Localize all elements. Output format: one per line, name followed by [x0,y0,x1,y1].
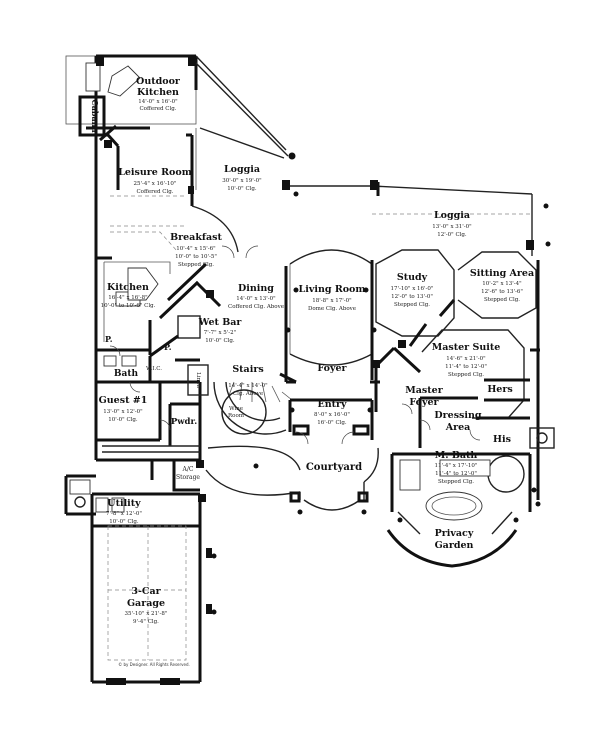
study-detail-3: Stepped Clg. [394,302,430,308]
loggia-left-detail-1: 30'-0" x 19'-0" [222,178,261,184]
living-room-detail-2: Dome Clg. Above [308,306,356,312]
master-suite-detail-1: 14'-6" x 21'-0" [446,356,485,362]
loggia-left-name: Loggia [224,164,260,175]
outdoor-kitchen-name-1: Outdoor [136,76,181,87]
staircase [213,381,293,435]
stairs-detail-2: Clg. Above [233,391,263,397]
m-bath-name: M. Bath [435,450,478,461]
hers-name: Hers [487,384,512,395]
garage-detail-1: 35'-10" x 21'-8" [125,611,168,617]
living-room-name: Living Room [299,284,366,295]
loggia-left-detail-2: 10'-0" Clg. [227,186,257,192]
study-name: Study [397,272,428,283]
outdoor-kitchen-detail-2: Coffered Clg. [139,106,176,112]
his-name: His [493,434,511,445]
kitchen-name: Kitchen [107,282,149,293]
kitchen-detail-1: 16'-4" x 16'-8" [108,295,147,301]
breakfast-detail-2: 10'-0" to 10'-5" [175,254,217,260]
m-bath-detail-2: 11'-4" to 12'-0" [435,471,477,477]
wet-bar-detail-1: 7'-7" x 5'-2" [204,330,236,336]
guest-name: Guest #1 [99,395,148,406]
foyer-name: Foyer [317,363,347,374]
wine-room-name-2: Room [228,413,245,419]
dressing-area-name-2: Area [445,422,471,433]
m-bath-detail-1: 11'-4" x 17'-10" [435,463,478,469]
entry-detail-1: 8'-0" x 16'-0" [314,412,350,418]
sitting-area-detail-2: 12'-6" to 13'-6" [481,289,523,295]
loggia-right-name: Loggia [434,210,470,221]
ac-storage-name-1: A/C [182,466,194,473]
study-detail-2: 12'-0" to 13'-0" [391,294,433,300]
garage-name-1: 3-Car [131,586,161,597]
pwdr-name: Pwdr. [171,417,197,427]
stairs-name: Stairs [232,364,263,375]
leisure-room-detail-1: 25'-4" x 16'-10" [134,181,177,187]
master-suite-detail-3: Stepped Clg. [448,372,484,378]
walls [64,54,555,685]
breakfast-detail-3: Stepped Clg. [178,262,214,268]
leisure-room-detail-2: Coffered Clg. [136,189,173,195]
guest-detail-2: 10'-0" Clg. [108,417,138,423]
sitting-area-detail-1: 10'-2" x 13'-4" [482,281,521,287]
courtyard-name: Courtyard [306,462,362,473]
guest-detail-1: 13'-0" x 12'-0" [103,409,142,415]
m-bath-detail-3: Stepped Clg. [438,479,474,485]
copyright-text: © by Designer. All Rights Reserved. [118,662,190,667]
ac-storage-name-2: Storage [176,474,200,481]
bath-name: Bath [114,369,139,379]
sitting-area-name: Sitting Area [470,268,534,279]
master-suite-detail-2: 11'-4" to 12'-0" [445,364,487,370]
dining-detail-2: Coffered Clg. Above [228,304,284,310]
master-foyer-name-2: Foyer [409,397,439,408]
garage-detail-2: 9'-4" Clg. [133,619,159,625]
privacy-garden-name-1: Privacy [435,528,474,539]
utility-detail-1: 7'-8" x 12'-0" [106,511,142,517]
breakfast-detail-1: 10'-4" x 15'-6" [176,246,215,252]
outdoor-kitchen-detail-1: 14'-0" x 16'-0" [138,99,177,105]
utility-detail-2: 10'-0" Clg. [109,519,139,525]
kitchen-detail-2: 10'-0" to 10'-6" Clg. [101,303,156,309]
loggia-right-detail-1: 13'-0" x 31'-0" [432,224,471,230]
wine-room-name-1: Wine [229,406,243,412]
privacy-garden-name-2: Garden [435,540,474,551]
master-suite-name: Master Suite [432,342,501,353]
utility-name: Utility [107,498,141,509]
linen-name: Linen [195,372,201,388]
wic-name: W.I.C. [146,366,162,372]
wet-bar-name: Wet Bar [198,317,243,328]
outdoor-kitchen-name-2: Kitchen [137,87,179,98]
wet-bar-detail-2: 10'-0" Clg. [205,338,235,344]
dressing-area-name-1: Dressing [434,410,482,421]
living-room-detail-1: 18'-8" x 17'-0" [312,298,351,304]
cabana-name: Cabana [90,99,100,132]
stairs-detail-1: 14'-4" x 14'-0" [228,383,267,389]
dining-detail-1: 14'-0" x 13'-0" [236,296,275,302]
breakfast-name: Breakfast [170,232,222,243]
entry-name: Entry [317,399,347,410]
master-foyer-name-1: Master [405,385,443,396]
study-detail-1: 17'-10" x 16'-0" [391,286,434,292]
leisure-room-name: Leisure Room [118,167,192,178]
dining-name: Dining [238,283,274,294]
pantry-name: P. [105,334,113,344]
loggia-right-detail-2: 12'-0" Clg. [437,232,467,238]
entry-detail-2: 16'-0" Clg. [317,420,347,426]
sitting-area-detail-3: Stepped Clg. [484,297,520,303]
room-labels: Outdoor Kitchen 14'-0" x 16'-0" Coffered… [90,76,534,667]
powder-p-name: P. [164,342,172,352]
garage-name-2: Garage [127,598,165,609]
